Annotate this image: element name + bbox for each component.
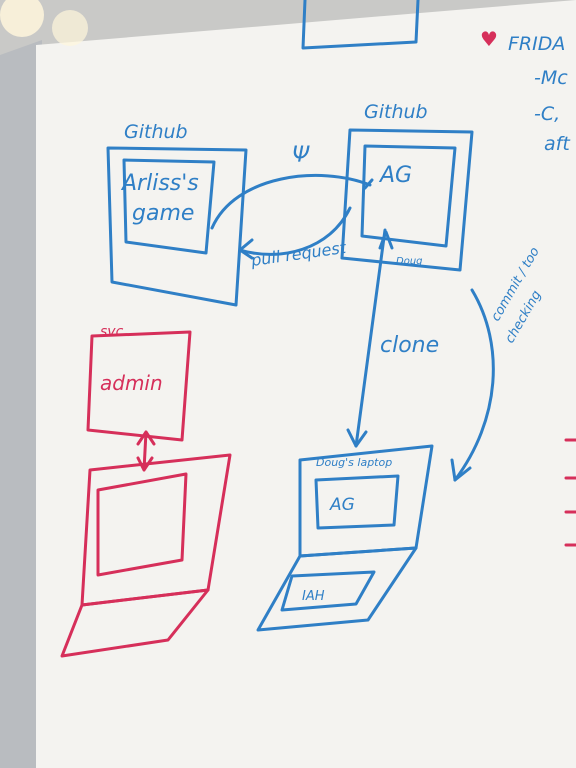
fork-arc	[210, 173, 372, 230]
laptop-screen-inner	[314, 474, 400, 530]
commit-arrowhead	[450, 458, 472, 482]
arliss-game-line1: Arliss's	[120, 171, 199, 196]
partial-box-top	[301, 0, 420, 50]
ag-label: AG	[378, 163, 412, 188]
github-box-left	[106, 146, 248, 307]
pull-request-arrowhead	[238, 238, 254, 260]
red-laptop-screen-inner	[96, 472, 188, 577]
notes-line4: aft	[544, 133, 571, 155]
heart-icon: ♥	[480, 27, 498, 51]
right-github-header: Github	[364, 101, 428, 123]
ceiling-light	[52, 10, 88, 46]
server-box	[86, 330, 192, 442]
fork-symbol: Ψ	[292, 143, 310, 168]
pull-request-arc	[238, 206, 352, 256]
notes-line3: -C,	[534, 103, 560, 125]
clone-label: clone	[380, 333, 439, 358]
ceiling-light	[0, 0, 44, 37]
laptop-screen-text: AG	[329, 495, 355, 515]
server-header: svc	[100, 324, 124, 340]
red-laptop-keyboard	[60, 588, 210, 658]
whiteboard-surface	[36, 0, 576, 768]
laptop-keyboard-inner	[280, 570, 376, 612]
server-admin-label: admin	[100, 371, 163, 395]
red-tick-marks	[564, 438, 576, 547]
laptop-keyboard-text: IAH	[302, 589, 325, 604]
fork-arrowhead	[363, 178, 374, 190]
notes-line1: FRIDA	[508, 33, 565, 55]
laptop-keyboard	[256, 546, 418, 632]
clone-arrowhead-top	[378, 230, 394, 250]
arliss-game-inner-box	[122, 158, 216, 255]
ag-inner-box	[360, 144, 457, 248]
clone-arrow	[354, 228, 387, 448]
arliss-game-line2: game	[132, 201, 194, 226]
clone-arrowhead	[346, 428, 368, 448]
notes-line2: -Mc	[534, 67, 568, 89]
left-github-header: Github	[124, 121, 188, 143]
board-frame	[0, 40, 42, 768]
laptop-header: Doug's laptop	[316, 456, 392, 469]
doug-corner-label: Doug	[396, 256, 423, 267]
commit-arc	[453, 288, 495, 482]
